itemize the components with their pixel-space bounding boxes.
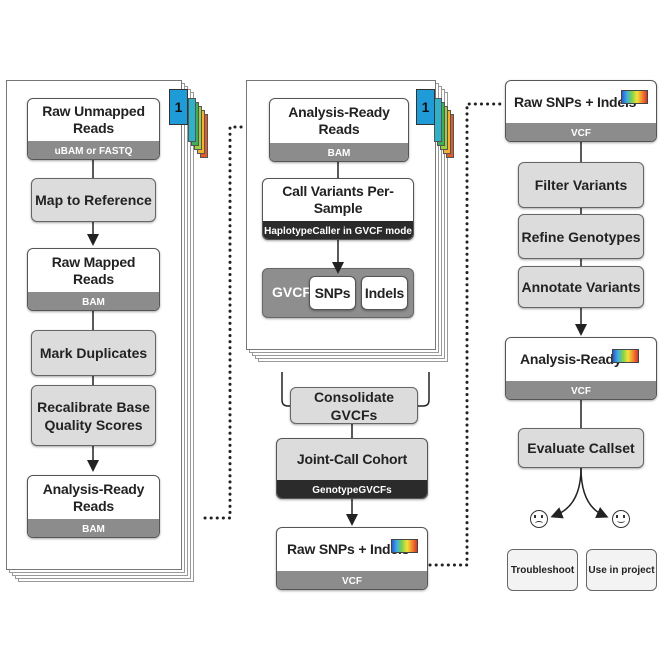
sample-number-badge: 1 [416, 89, 435, 125]
raw-snps-indels-box: Raw SNPs + Indels VCF [276, 527, 428, 590]
raw-snps-indels-format: VCF [506, 123, 656, 141]
raw-snps-indels-title: Raw SNPs + Indels [287, 541, 410, 557]
raw-mapped-reads-title: Raw Mapped Reads [51, 253, 136, 287]
troubleshoot-outcome: Troubleshoot [507, 549, 578, 591]
variant-color-scale-icon [391, 539, 418, 553]
analysis-ready-vcf-format: VCF [506, 381, 656, 399]
call-variants-title: Call Variants Per-Sample [282, 183, 394, 216]
analysis-ready-reads-title: Analysis-Ready Reads [288, 104, 390, 137]
raw-snps-indels-format: VCF [277, 571, 427, 589]
map-to-reference-step: Map to Reference [31, 178, 156, 222]
sample-number-badge: 1 [169, 89, 188, 125]
happy-face-icon [612, 510, 630, 528]
evaluate-callset-step: Evaluate Callset [518, 428, 644, 468]
analysis-ready-reads-box: Analysis-Ready Reads BAM [27, 475, 160, 538]
analysis-ready-reads-format: BAM [28, 519, 159, 537]
col1-color-tabs [186, 92, 210, 162]
joint-call-cohort-tool: GenotypeGVCFs [277, 480, 427, 498]
joint-call-cohort-title: Joint-Call Cohort [296, 451, 408, 467]
analysis-ready-vcf-box: Analysis-Ready VCF [505, 337, 657, 400]
analysis-ready-reads-title: Analysis-Ready Reads [42, 480, 145, 514]
refine-genotypes-step: Refine Genotypes [518, 214, 644, 259]
raw-mapped-reads-box: Raw Mapped Reads BAM [27, 248, 160, 311]
raw-unmapped-reads-title: Raw Unmapped Reads [42, 103, 145, 136]
mark-duplicates-step: Mark Duplicates [31, 330, 156, 376]
recalibrate-line-1: Recalibrate Base [37, 398, 150, 415]
analysis-ready-vcf-title: Analysis-Ready [520, 351, 622, 367]
indels-label: Indels [364, 284, 405, 301]
raw-snps-indels-title: Raw SNPs + Indels [514, 93, 637, 110]
snps-box: SNPs [309, 276, 356, 310]
variant-color-scale-icon [621, 90, 648, 104]
indels-box: Indels [361, 276, 408, 310]
call-variants-box: Call Variants Per-Sample HaplotypeCaller… [262, 178, 414, 240]
joint-call-cohort-box: Joint-Call Cohort GenotypeGVCFs [276, 438, 428, 499]
analysis-ready-reads-format: BAM [270, 143, 408, 161]
use-in-project-outcome: Use in project [586, 549, 657, 591]
call-variants-tool: HaplotypeCaller in GVCF mode [263, 221, 413, 239]
gvcf-label: GVCF [272, 284, 311, 300]
filter-variants-step: Filter Variants [518, 162, 644, 208]
raw-unmapped-reads-format: uBAM or FASTQ [28, 141, 159, 159]
raw-unmapped-reads-box: Raw Unmapped Reads uBAM or FASTQ [27, 98, 160, 160]
raw-mapped-reads-format: BAM [28, 292, 159, 310]
consolidate-gvcfs-step: Consolidate GVCFs [290, 387, 418, 424]
analysis-ready-reads-box: Analysis-Ready Reads BAM [269, 98, 409, 162]
snps-label: SNPs [314, 284, 351, 301]
sad-face-icon [530, 510, 548, 528]
variant-color-scale-icon [612, 349, 639, 363]
recalibrate-base-quality-scores-step: Recalibrate Base Quality Scores [31, 385, 156, 446]
annotate-variants-step: Annotate Variants [518, 266, 644, 308]
recalibrate-line-2: Quality Scores [44, 416, 143, 433]
